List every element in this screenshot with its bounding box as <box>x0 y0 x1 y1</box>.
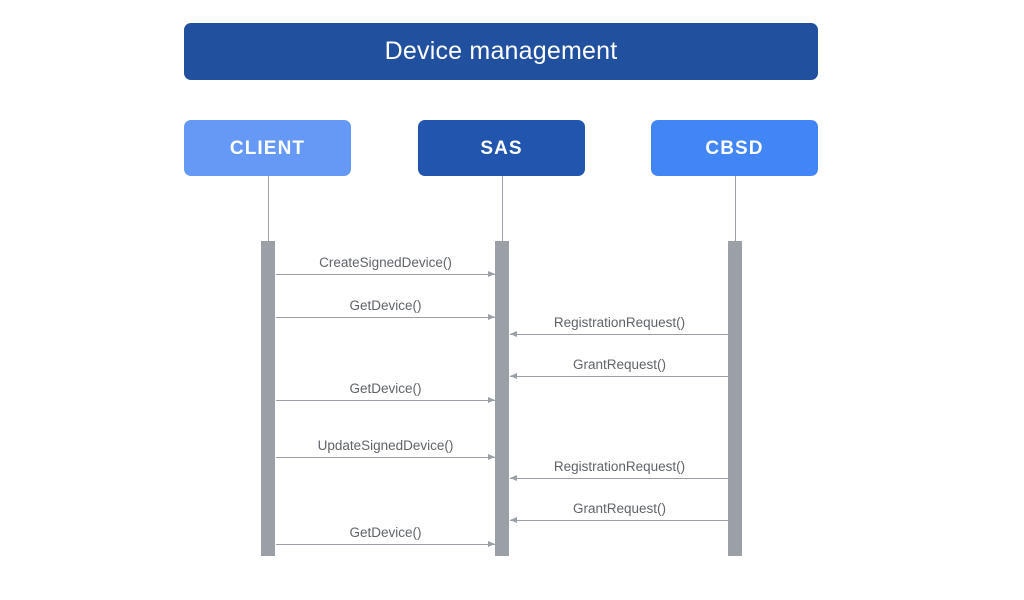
arrow-right-icon <box>488 270 495 277</box>
arrow-left-icon <box>510 372 517 379</box>
participant-label-client: CLIENT <box>229 137 306 159</box>
message-line <box>510 478 729 479</box>
message-line <box>276 544 495 545</box>
message-label: RegistrationRequest() <box>553 458 686 474</box>
participant-label-cbsd: CBSD <box>705 137 764 159</box>
arrow-right-icon <box>488 396 495 403</box>
participant-label-sas: SAS <box>480 137 523 159</box>
message-line <box>276 457 495 458</box>
lifeline-cbsd <box>735 176 736 241</box>
message-line <box>510 334 729 335</box>
message-label: GrantRequest() <box>572 356 667 372</box>
arrow-right-icon <box>488 540 495 547</box>
page-title: Device management <box>384 37 618 65</box>
activation-bar-sas <box>495 241 509 556</box>
lifeline-client <box>268 176 269 241</box>
message-line <box>276 274 495 275</box>
arrow-left-icon <box>510 474 517 481</box>
message-line <box>510 376 729 377</box>
diagram-title-bar: Device management <box>184 23 818 80</box>
message-line <box>510 520 729 521</box>
activation-bar-cbsd <box>728 241 742 556</box>
participant-header-client[interactable]: CLIENT <box>184 120 351 176</box>
participant-header-cbsd[interactable]: CBSD <box>651 120 818 176</box>
arrow-right-icon <box>488 453 495 460</box>
message-line <box>276 317 495 318</box>
message-label: GetDevice() <box>349 524 422 540</box>
message-label: CreateSignedDevice() <box>319 254 452 270</box>
arrow-left-icon <box>510 516 517 523</box>
message-label: GetDevice() <box>349 297 422 313</box>
activation-bar-client <box>261 241 275 556</box>
message-label: RegistrationRequest() <box>553 314 686 330</box>
message-label: GetDevice() <box>349 380 422 396</box>
participant-header-sas[interactable]: SAS <box>418 120 585 176</box>
arrow-left-icon <box>510 330 517 337</box>
message-label: UpdateSignedDevice() <box>317 437 454 453</box>
message-label: GrantRequest() <box>572 500 667 516</box>
lifeline-sas <box>502 176 503 241</box>
message-line <box>276 400 495 401</box>
arrow-right-icon <box>488 313 495 320</box>
